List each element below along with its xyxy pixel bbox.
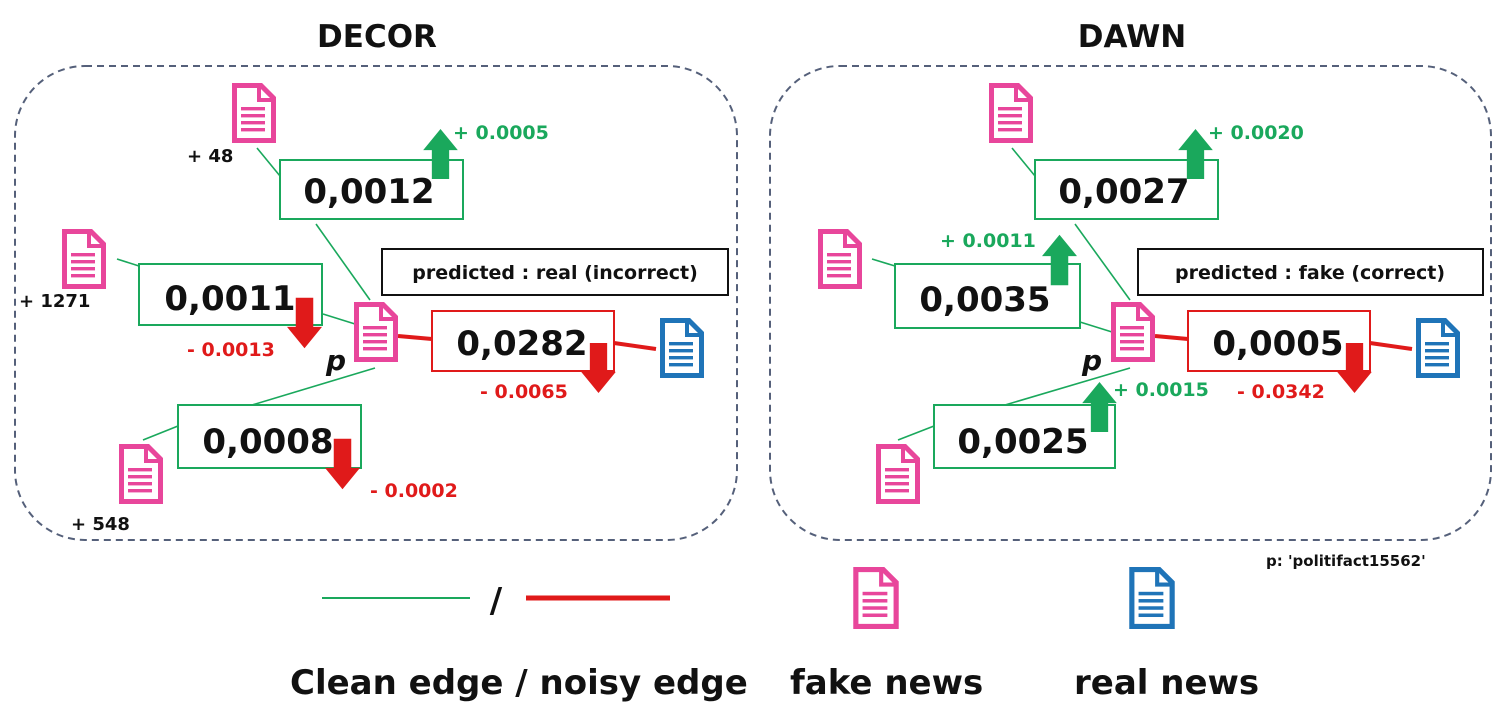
dawn-title: DAWN <box>1078 19 1186 55</box>
edge-weight-value: 0,0012 <box>303 172 434 212</box>
weight-delta-text: - 0.0013 <box>187 339 275 361</box>
weight-delta-text: + 0.0015 <box>1113 379 1209 401</box>
decor-edge-line <box>251 367 376 406</box>
edge-weight-value: 0,0008 <box>202 422 333 462</box>
real-news-legend-icon <box>1132 570 1172 627</box>
decor-edge-line <box>142 425 179 441</box>
decor-edge-line <box>116 258 140 267</box>
fake-news-document-icon <box>65 232 104 287</box>
dawn-edge-line <box>1004 367 1131 406</box>
target-node-label: p <box>1081 344 1102 377</box>
dawn-edge-weight-box: 0,0025 <box>933 404 1116 469</box>
fake-news-document-icon <box>879 447 918 502</box>
decor-panel-border <box>14 65 738 541</box>
dawn-edge-line <box>1079 321 1113 333</box>
decor-panel: DECOR 0,0012 0,0011 0,0008 0,0282 <box>14 19 738 541</box>
decor-edge-weight-box: 0,0008 <box>177 404 362 469</box>
dawn-edge-line <box>1074 223 1131 301</box>
target-node-label: p <box>325 344 346 377</box>
dawn-edge-line <box>897 425 935 441</box>
decor-edge-line <box>315 223 371 301</box>
real-news-document-icon <box>1419 321 1458 376</box>
fake-news-document-icon <box>235 86 274 141</box>
node-id-note: p: 'politifact15562' <box>1266 552 1426 570</box>
dawn-edge-weight-box: 0,0035 <box>894 263 1081 329</box>
decor-edge-line <box>256 147 281 177</box>
dawn-noisy-edge-line <box>1369 341 1413 351</box>
decor-edge-weight-box: 0,0011 <box>138 263 323 326</box>
edge-weight-value: 0,0025 <box>957 422 1088 462</box>
legend: / Clean edge / noisy edge fake news real… <box>290 570 1259 703</box>
decor-title: DECOR <box>317 19 437 55</box>
prediction-text: predicted : fake (correct) <box>1175 262 1445 284</box>
neighbor-count-label: + 48 <box>187 146 233 167</box>
real-news-document-icon <box>663 321 702 376</box>
neighbor-count-label: + 1271 <box>19 291 90 312</box>
edge-weight-value: 0,0005 <box>1212 324 1343 364</box>
neighbor-count-label: + 548 <box>71 514 130 535</box>
edge-weight-value: 0,0035 <box>919 280 1050 320</box>
fake-news-document-icon <box>122 447 161 502</box>
weight-delta-text: - 0.0065 <box>480 381 568 403</box>
fake-news-document-icon <box>992 86 1031 141</box>
dawn-edge-line <box>871 258 896 267</box>
legend-edges-label: Clean edge / noisy edge <box>290 663 748 703</box>
weight-delta-text: - 0.0342 <box>1237 381 1325 403</box>
decor-noisy-edge-line <box>397 334 433 341</box>
weight-delta-text: + 0.0011 <box>940 230 1036 252</box>
decor-noisy-edge-weight-box: 0,0282 <box>431 310 615 372</box>
decor-noisy-edge-line <box>613 341 657 351</box>
weight-delta-text: + 0.0005 <box>453 122 549 144</box>
edge-weight-value: 0,0011 <box>164 279 295 319</box>
dawn-noisy-edge-line <box>1154 334 1189 341</box>
edge-weight-value: 0,0027 <box>1058 172 1189 212</box>
target-fake-news-document-icon <box>357 305 396 360</box>
legend-real-label: real news <box>1074 663 1259 703</box>
prediction-text: predicted : real (incorrect) <box>412 262 698 284</box>
legend-slash: / <box>490 581 503 621</box>
target-fake-news-document-icon <box>1114 305 1153 360</box>
edge-weight-value: 0,0282 <box>456 324 587 364</box>
legend-fake-label: fake news <box>790 663 983 703</box>
dawn-edge-line <box>1011 147 1036 177</box>
dawn-panel-border <box>769 65 1492 541</box>
dawn-panel: DAWN 0,0027 0,0035 0,0025 0,0005 <box>769 19 1492 541</box>
weight-delta-text: - 0.0002 <box>370 480 458 502</box>
decor-edge-line <box>322 313 356 325</box>
dawn-prediction-label: predicted : fake (correct) <box>1137 248 1484 296</box>
dawn-edge-weight-box: 0,0027 <box>1034 159 1219 220</box>
weight-delta-text: + 0.0020 <box>1208 122 1304 144</box>
fake-news-legend-icon <box>856 570 896 627</box>
decor-prediction-label: predicted : real (incorrect) <box>381 248 729 296</box>
dawn-noisy-edge-weight-box: 0,0005 <box>1187 310 1371 372</box>
fake-news-document-icon <box>821 232 860 287</box>
